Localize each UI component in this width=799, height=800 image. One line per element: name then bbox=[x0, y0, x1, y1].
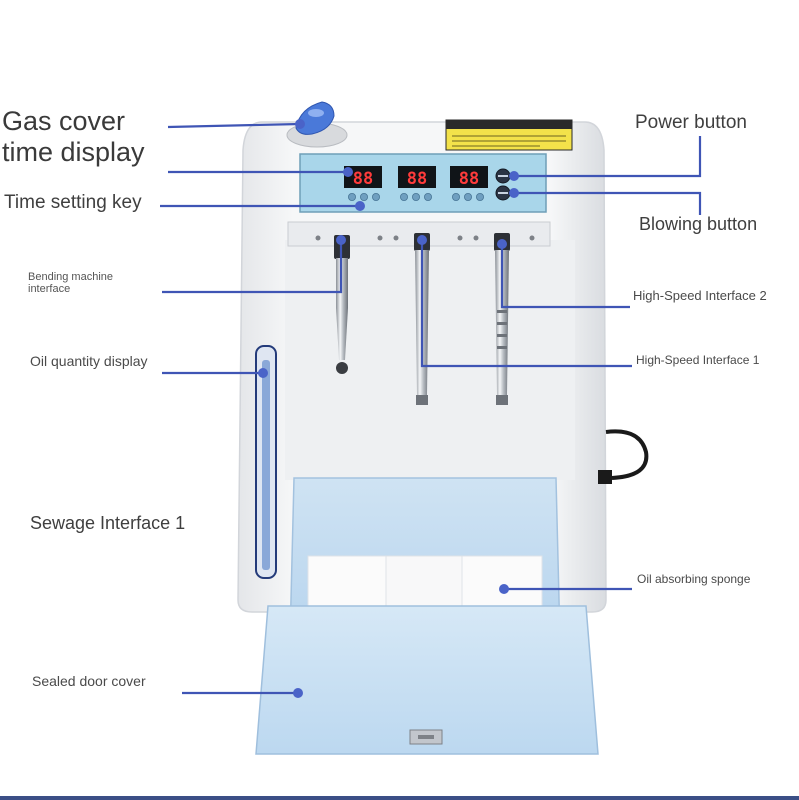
leader-power bbox=[514, 136, 702, 178]
timer-value-3: 88 bbox=[459, 169, 479, 189]
time-key[interactable] bbox=[463, 192, 472, 201]
leader-hs2 bbox=[500, 244, 630, 309]
label-high-speed-1: High-Speed Interface 1 bbox=[636, 353, 760, 367]
marker-time-display bbox=[343, 167, 353, 177]
marker-oil-quantity bbox=[258, 368, 268, 378]
label-bending-machine-2: interface bbox=[28, 283, 71, 295]
marker-gas-cover bbox=[295, 119, 305, 129]
mount-screw bbox=[377, 235, 383, 241]
marker-hs2 bbox=[497, 239, 507, 249]
mount-screws bbox=[315, 235, 535, 241]
leader-hs1 bbox=[420, 240, 632, 368]
label-time-display: time display bbox=[2, 137, 145, 167]
marker-hs1 bbox=[417, 235, 427, 245]
mount-screw bbox=[473, 235, 479, 241]
mount-screw bbox=[393, 235, 399, 241]
label-high-speed-2: High-Speed Interface 2 bbox=[633, 288, 767, 303]
label-gas-cover: Gas cover bbox=[2, 106, 126, 136]
leader-bending bbox=[162, 240, 343, 294]
timer-display-1: 88 bbox=[344, 166, 382, 189]
air-icon[interactable] bbox=[495, 185, 511, 201]
time-key[interactable] bbox=[451, 192, 460, 201]
marker-dots bbox=[258, 119, 519, 698]
label-oil-quantity: Oil quantity display bbox=[30, 353, 148, 369]
timer-value-2: 88 bbox=[407, 169, 427, 189]
knob-highlight bbox=[308, 109, 324, 117]
warning-sticker-header bbox=[446, 120, 572, 129]
label-bending-machine-1: Bending machine bbox=[28, 271, 114, 283]
power-cord bbox=[605, 429, 649, 480]
knob-icon bbox=[295, 101, 335, 135]
timer-display-3: 88 bbox=[450, 166, 488, 189]
bottom-rule bbox=[0, 796, 799, 800]
leader-lines bbox=[160, 122, 702, 695]
leader-blowing bbox=[514, 191, 702, 215]
marker-door bbox=[293, 688, 303, 698]
inner-cavity bbox=[285, 240, 575, 480]
mount-screw bbox=[457, 235, 463, 241]
time-setting-keys[interactable] bbox=[347, 192, 484, 201]
marker-blowing bbox=[509, 188, 519, 198]
label-blowing-button: Blowing button bbox=[639, 214, 758, 234]
label-time-setting-key: Time setting key bbox=[4, 192, 142, 213]
timer-value-1: 88 bbox=[353, 169, 373, 189]
door-cover[interactable] bbox=[255, 605, 599, 755]
mount-screw bbox=[529, 235, 535, 241]
time-key[interactable] bbox=[411, 192, 420, 201]
marker-bending bbox=[336, 235, 346, 245]
time-key[interactable] bbox=[347, 192, 356, 201]
leader-gas-cover bbox=[167, 122, 301, 129]
marker-power bbox=[509, 171, 519, 181]
label-sealed-door-cover: Sealed door cover bbox=[32, 673, 146, 689]
door-latch-slot bbox=[418, 735, 434, 739]
time-key[interactable] bbox=[371, 192, 380, 201]
marker-sponge bbox=[499, 584, 509, 594]
time-key[interactable] bbox=[475, 192, 484, 201]
mount-screw bbox=[315, 235, 321, 241]
label-oil-absorbing-sponge: Oil absorbing sponge bbox=[637, 572, 751, 586]
timer-display-2: 88 bbox=[398, 166, 436, 189]
label-sewage-interface-1: Sewage Interface 1 bbox=[30, 513, 186, 533]
power-plug bbox=[598, 470, 612, 484]
time-key[interactable] bbox=[359, 192, 368, 201]
label-power-button: Power button bbox=[635, 112, 747, 133]
oil-gauge-fill bbox=[262, 360, 270, 570]
power-icon[interactable] bbox=[495, 168, 511, 184]
marker-time-setting bbox=[355, 201, 365, 211]
time-key[interactable] bbox=[399, 192, 408, 201]
time-key[interactable] bbox=[423, 192, 432, 201]
